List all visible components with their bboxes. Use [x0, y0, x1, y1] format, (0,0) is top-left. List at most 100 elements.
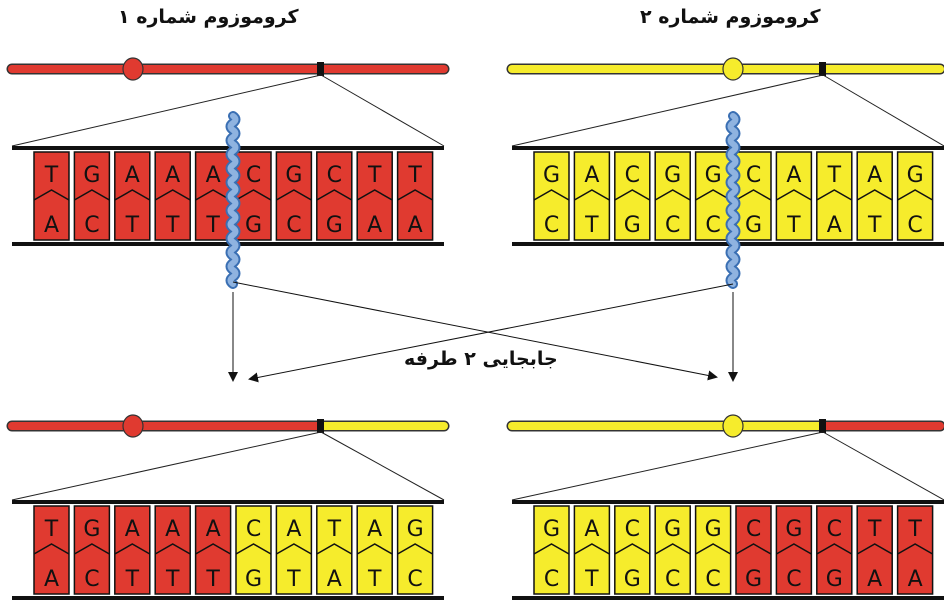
base-pair: TA	[856, 505, 893, 595]
base-pair: TA	[33, 505, 70, 595]
base-letter-bottom: C	[407, 567, 422, 592]
base-pair-seam	[574, 543, 610, 555]
base-pair: GC	[694, 505, 732, 595]
centromere	[122, 57, 144, 81]
base-letter-bottom: G	[624, 213, 641, 238]
break-mark-right	[727, 113, 739, 287]
base-letter-bottom: C	[286, 213, 301, 238]
base-pair: GC	[654, 151, 691, 241]
base-letter-top: A	[165, 163, 180, 188]
base-letter-top: A	[125, 517, 140, 542]
chr1-derived-chromosome	[6, 414, 450, 438]
base-letter-top: G	[907, 163, 924, 188]
base-pair-seam	[776, 543, 812, 555]
base-letter-top: G	[407, 517, 424, 542]
base-letter-top: A	[584, 517, 599, 542]
base-pair: GC	[533, 505, 570, 595]
base-pair-seam	[897, 189, 933, 201]
base-letter-bottom: C	[907, 213, 922, 238]
base-pair: GC	[694, 151, 732, 241]
base-letter-bottom: A	[367, 213, 382, 238]
base-letter-bottom: T	[286, 567, 301, 592]
base-letter-top: A	[206, 517, 221, 542]
base-letter-top: A	[584, 163, 599, 188]
base-pair-seam	[33, 189, 70, 201]
base-pair-seam	[397, 189, 433, 201]
base-letter-bottom: G	[245, 213, 262, 238]
base-pair: CG	[316, 151, 353, 241]
base-pair-seam	[614, 189, 651, 201]
base-letter-bottom: T	[125, 567, 140, 592]
exchange-arrow	[232, 281, 718, 381]
base-pair: TA	[816, 151, 853, 241]
base-letter-top: C	[827, 517, 842, 542]
base-pair: CG	[816, 505, 853, 595]
dna-backbone-top	[512, 146, 944, 150]
base-pair: AT	[194, 151, 232, 241]
base-letter-top: A	[367, 517, 382, 542]
base-pair: GC	[896, 151, 934, 241]
base-letter-bottom: A	[44, 567, 59, 592]
zoom-line	[11, 431, 322, 501]
base-pair: AT	[114, 505, 151, 595]
base-letter-top: T	[367, 163, 382, 188]
base-pair: CG	[735, 151, 772, 241]
base-pair: TA	[316, 505, 353, 595]
base-letter-bottom: A	[44, 213, 59, 238]
base-letter-top: A	[206, 163, 221, 188]
base-pair: AT	[573, 151, 611, 241]
base-pair: CG	[614, 505, 651, 595]
base-pair-seam	[74, 189, 110, 201]
dna-backbone-top	[12, 146, 444, 150]
chr2-original-chromosome	[506, 57, 944, 81]
zoom-line	[822, 74, 944, 147]
base-letter-top: G	[664, 517, 681, 542]
base-pair: GC	[73, 505, 111, 595]
centromere	[722, 414, 744, 438]
base-letter-top: G	[83, 517, 100, 542]
break-mark-left	[227, 113, 239, 287]
base-letter-top: T	[407, 163, 422, 188]
base-pair-seam	[276, 543, 312, 555]
base-pair-seam	[614, 543, 651, 555]
base-pair-seam	[695, 543, 731, 555]
base-letter-top: C	[246, 163, 261, 188]
base-letter-bottom: T	[584, 213, 599, 238]
base-pair-seam	[235, 543, 272, 555]
centromere	[122, 414, 144, 438]
base-letter-top: T	[867, 517, 882, 542]
base-letter-top: G	[705, 163, 722, 188]
base-letter-bottom: C	[665, 213, 680, 238]
base-pair-seam	[654, 189, 691, 201]
base-pair: TA	[356, 151, 393, 241]
base-letter-bottom: G	[624, 567, 641, 592]
base-pair: TA	[396, 151, 434, 241]
breakpoint-band	[317, 62, 324, 76]
zoom-line	[320, 431, 445, 501]
breakpoint-band	[819, 62, 826, 76]
base-letter-top: C	[625, 517, 640, 542]
base-pair: GC	[654, 505, 691, 595]
base-pair-seam	[816, 543, 853, 555]
base-pair-seam	[114, 189, 151, 201]
base-letter-bottom: A	[867, 567, 882, 592]
zoom-line	[511, 74, 824, 147]
base-pair-seam	[114, 543, 151, 555]
base-letter-top: C	[625, 163, 640, 188]
base-pair: AT	[154, 505, 191, 595]
base-letter-top: G	[543, 163, 560, 188]
base-letter-top: A	[286, 517, 301, 542]
base-letter-top: G	[285, 163, 302, 188]
base-letter-top: A	[165, 517, 180, 542]
base-letter-bottom: A	[827, 213, 842, 238]
base-letter-bottom: C	[665, 567, 680, 592]
base-pair-seam	[695, 189, 731, 201]
base-letter-top: T	[44, 517, 59, 542]
zoom-line	[822, 431, 944, 501]
base-letter-bottom: C	[786, 567, 801, 592]
base-pair: GC	[775, 505, 813, 595]
